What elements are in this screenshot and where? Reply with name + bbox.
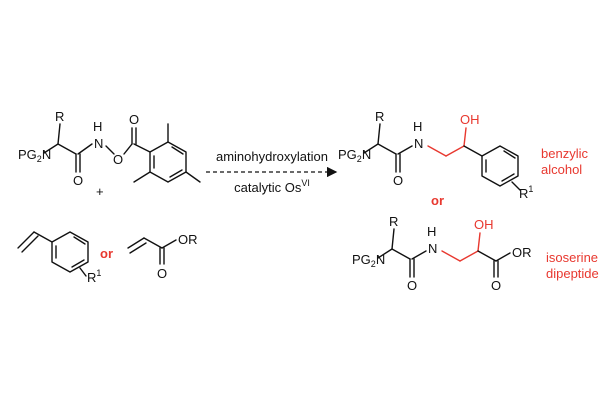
r-label: R xyxy=(55,109,64,124)
new-cn-bond xyxy=(427,145,447,157)
reactant-acrylate: O OR xyxy=(127,232,198,281)
substituent-bond xyxy=(511,181,521,191)
benzylic-alcohol-label-line2: alcohol xyxy=(541,162,582,177)
pg-label: PG2N xyxy=(18,147,51,164)
n-label: N xyxy=(428,241,437,256)
substituent-bond xyxy=(79,267,87,277)
o-label: O xyxy=(393,173,403,188)
vinyl-bond xyxy=(17,231,35,249)
h-label: H xyxy=(93,119,102,134)
o-label: O xyxy=(407,278,417,293)
bond xyxy=(377,123,381,145)
o-label: O xyxy=(73,173,83,188)
new-co-bond xyxy=(477,232,481,252)
pg-label: PG2N xyxy=(352,252,385,269)
o-label: O xyxy=(129,112,139,127)
bond xyxy=(363,143,379,154)
bond xyxy=(71,259,85,268)
reaction-arrow: aminohydroxylation catalytic OsVI xyxy=(206,149,338,195)
plus-sign: + xyxy=(96,184,104,199)
o-label: O xyxy=(491,278,501,293)
vinyl-bond xyxy=(127,237,145,249)
vinyl-bond xyxy=(21,235,39,253)
bond xyxy=(391,228,395,250)
o-label: O xyxy=(157,266,167,281)
bond xyxy=(391,248,411,260)
bond xyxy=(397,145,413,155)
bond xyxy=(503,150,516,159)
bond xyxy=(43,143,59,154)
bond xyxy=(411,250,427,260)
benzene-ring xyxy=(481,145,519,187)
reactant-hydroxamate-ester: PG2N R O H N O O xyxy=(18,109,201,188)
bond xyxy=(123,143,133,155)
n-label: N xyxy=(414,136,423,151)
arrow-top-label: aminohydroxylation xyxy=(216,149,328,164)
bond xyxy=(73,236,86,245)
bond xyxy=(33,231,53,243)
isoserine-dipeptide-label-line1: isoserine xyxy=(546,250,598,265)
r1-label: R1 xyxy=(87,268,101,285)
oh-label: OH xyxy=(474,217,494,232)
bond xyxy=(77,143,93,155)
bond xyxy=(161,239,177,249)
or-group-label: OR xyxy=(512,245,532,260)
new-cc-bond xyxy=(445,145,465,157)
new-co-bond xyxy=(463,127,467,147)
new-cc-bond xyxy=(459,250,479,262)
r1-label: R1 xyxy=(519,184,533,201)
bond xyxy=(477,250,497,262)
r-label: R xyxy=(375,109,384,124)
benzene-ring xyxy=(51,231,89,273)
vinyl-bond xyxy=(129,242,147,254)
methyl-bond xyxy=(185,171,201,183)
bond xyxy=(143,237,163,249)
r-label: R xyxy=(389,214,398,229)
or-label: or xyxy=(431,193,444,208)
or-label: or xyxy=(100,246,113,261)
bond xyxy=(463,145,483,157)
oh-label: OH xyxy=(460,112,480,127)
h-label: H xyxy=(413,119,422,134)
product-isoserine-dipeptide: PG2N R O H N OH O OR xyxy=(352,214,532,293)
h-label: H xyxy=(427,224,436,239)
bond xyxy=(169,169,183,178)
bond xyxy=(57,123,61,145)
isoserine-dipeptide-label-line2: dipeptide xyxy=(546,266,599,281)
pg-label: PG2N xyxy=(338,147,371,164)
or-group-label: OR xyxy=(178,232,198,247)
bond xyxy=(495,252,511,262)
bond xyxy=(105,145,115,155)
methyl-bond xyxy=(133,171,151,183)
bond xyxy=(57,143,77,155)
reactant-styrene: R1 xyxy=(17,231,101,285)
mesityl-ring xyxy=(149,141,187,183)
bond xyxy=(133,143,151,153)
arrow-bottom-label: catalytic OsVI xyxy=(234,178,310,195)
o-label: O xyxy=(113,152,123,167)
n-label: N xyxy=(94,136,103,151)
bond xyxy=(377,143,397,155)
bond xyxy=(377,248,393,259)
product-benzylic-alcohol: PG2N R O H N OH R1 xyxy=(338,109,533,201)
benzylic-alcohol-label-line1: benzylic xyxy=(541,146,588,161)
new-cn-bond xyxy=(441,250,461,262)
bond xyxy=(501,173,515,182)
bond xyxy=(171,146,184,155)
